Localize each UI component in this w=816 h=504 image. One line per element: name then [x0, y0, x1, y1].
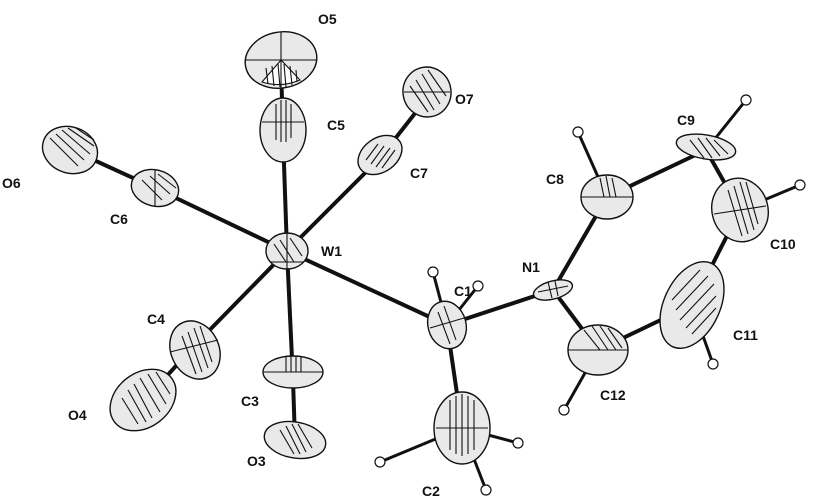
label-c10: C10 — [770, 236, 796, 252]
label-c6: C6 — [110, 211, 128, 227]
atom-h9 — [740, 94, 752, 106]
label-c7: C7 — [410, 165, 428, 181]
atom-c7 — [357, 134, 403, 176]
label-o3: O3 — [247, 453, 266, 469]
label-c12: C12 — [600, 387, 626, 403]
label-o6: O6 — [2, 175, 21, 191]
atom-labels: O5 C5 O6 C6 O7 C7 W1 C4 O4 C3 O3 C1 C2 N… — [2, 11, 796, 499]
atom-h1b — [472, 280, 484, 292]
atom-h11 — [707, 358, 719, 370]
atom-c1 — [426, 300, 468, 350]
atom-h2a — [374, 456, 386, 468]
atom-h2b — [512, 437, 524, 449]
atom-o3 — [263, 420, 327, 460]
label-o7: O7 — [455, 91, 474, 107]
atom-h2c — [480, 484, 492, 496]
atom-c6 — [130, 168, 180, 208]
atom-c5 — [259, 97, 307, 163]
label-n1: N1 — [522, 259, 540, 275]
label-c4: C4 — [147, 311, 165, 327]
label-c5: C5 — [327, 117, 345, 133]
atom-c10 — [711, 177, 769, 243]
atom-o4 — [109, 368, 177, 432]
atom-c4 — [169, 320, 221, 380]
atom-c12 — [567, 324, 629, 376]
atom-h8 — [572, 126, 584, 138]
atom-o7 — [402, 66, 452, 118]
label-c3: C3 — [241, 393, 259, 409]
atom-h10 — [794, 179, 806, 191]
atom-h12 — [558, 404, 570, 416]
atom-w1 — [265, 232, 309, 270]
atom-c11 — [659, 260, 725, 350]
atom-c8 — [580, 174, 634, 220]
label-c9: C9 — [677, 112, 695, 128]
label-o4: O4 — [68, 407, 87, 423]
atom-c9 — [675, 133, 737, 161]
bond-w1-c7 — [285, 156, 382, 253]
label-c1: C1 — [454, 283, 472, 299]
atoms — [41, 31, 806, 496]
atom-o5 — [244, 31, 318, 89]
atom-c2 — [433, 391, 491, 465]
label-c11: C11 — [733, 327, 758, 343]
label-o5: O5 — [318, 11, 337, 27]
hydrogen-atoms — [374, 94, 806, 496]
label-c8: C8 — [546, 171, 564, 187]
label-w1: W1 — [321, 243, 342, 259]
bond-w1-c1 — [286, 249, 448, 327]
label-c2: C2 — [422, 483, 440, 499]
atom-o6 — [41, 125, 99, 175]
atom-h1a — [427, 266, 439, 278]
atom-c3 — [262, 355, 324, 389]
atom-n1 — [532, 279, 574, 301]
